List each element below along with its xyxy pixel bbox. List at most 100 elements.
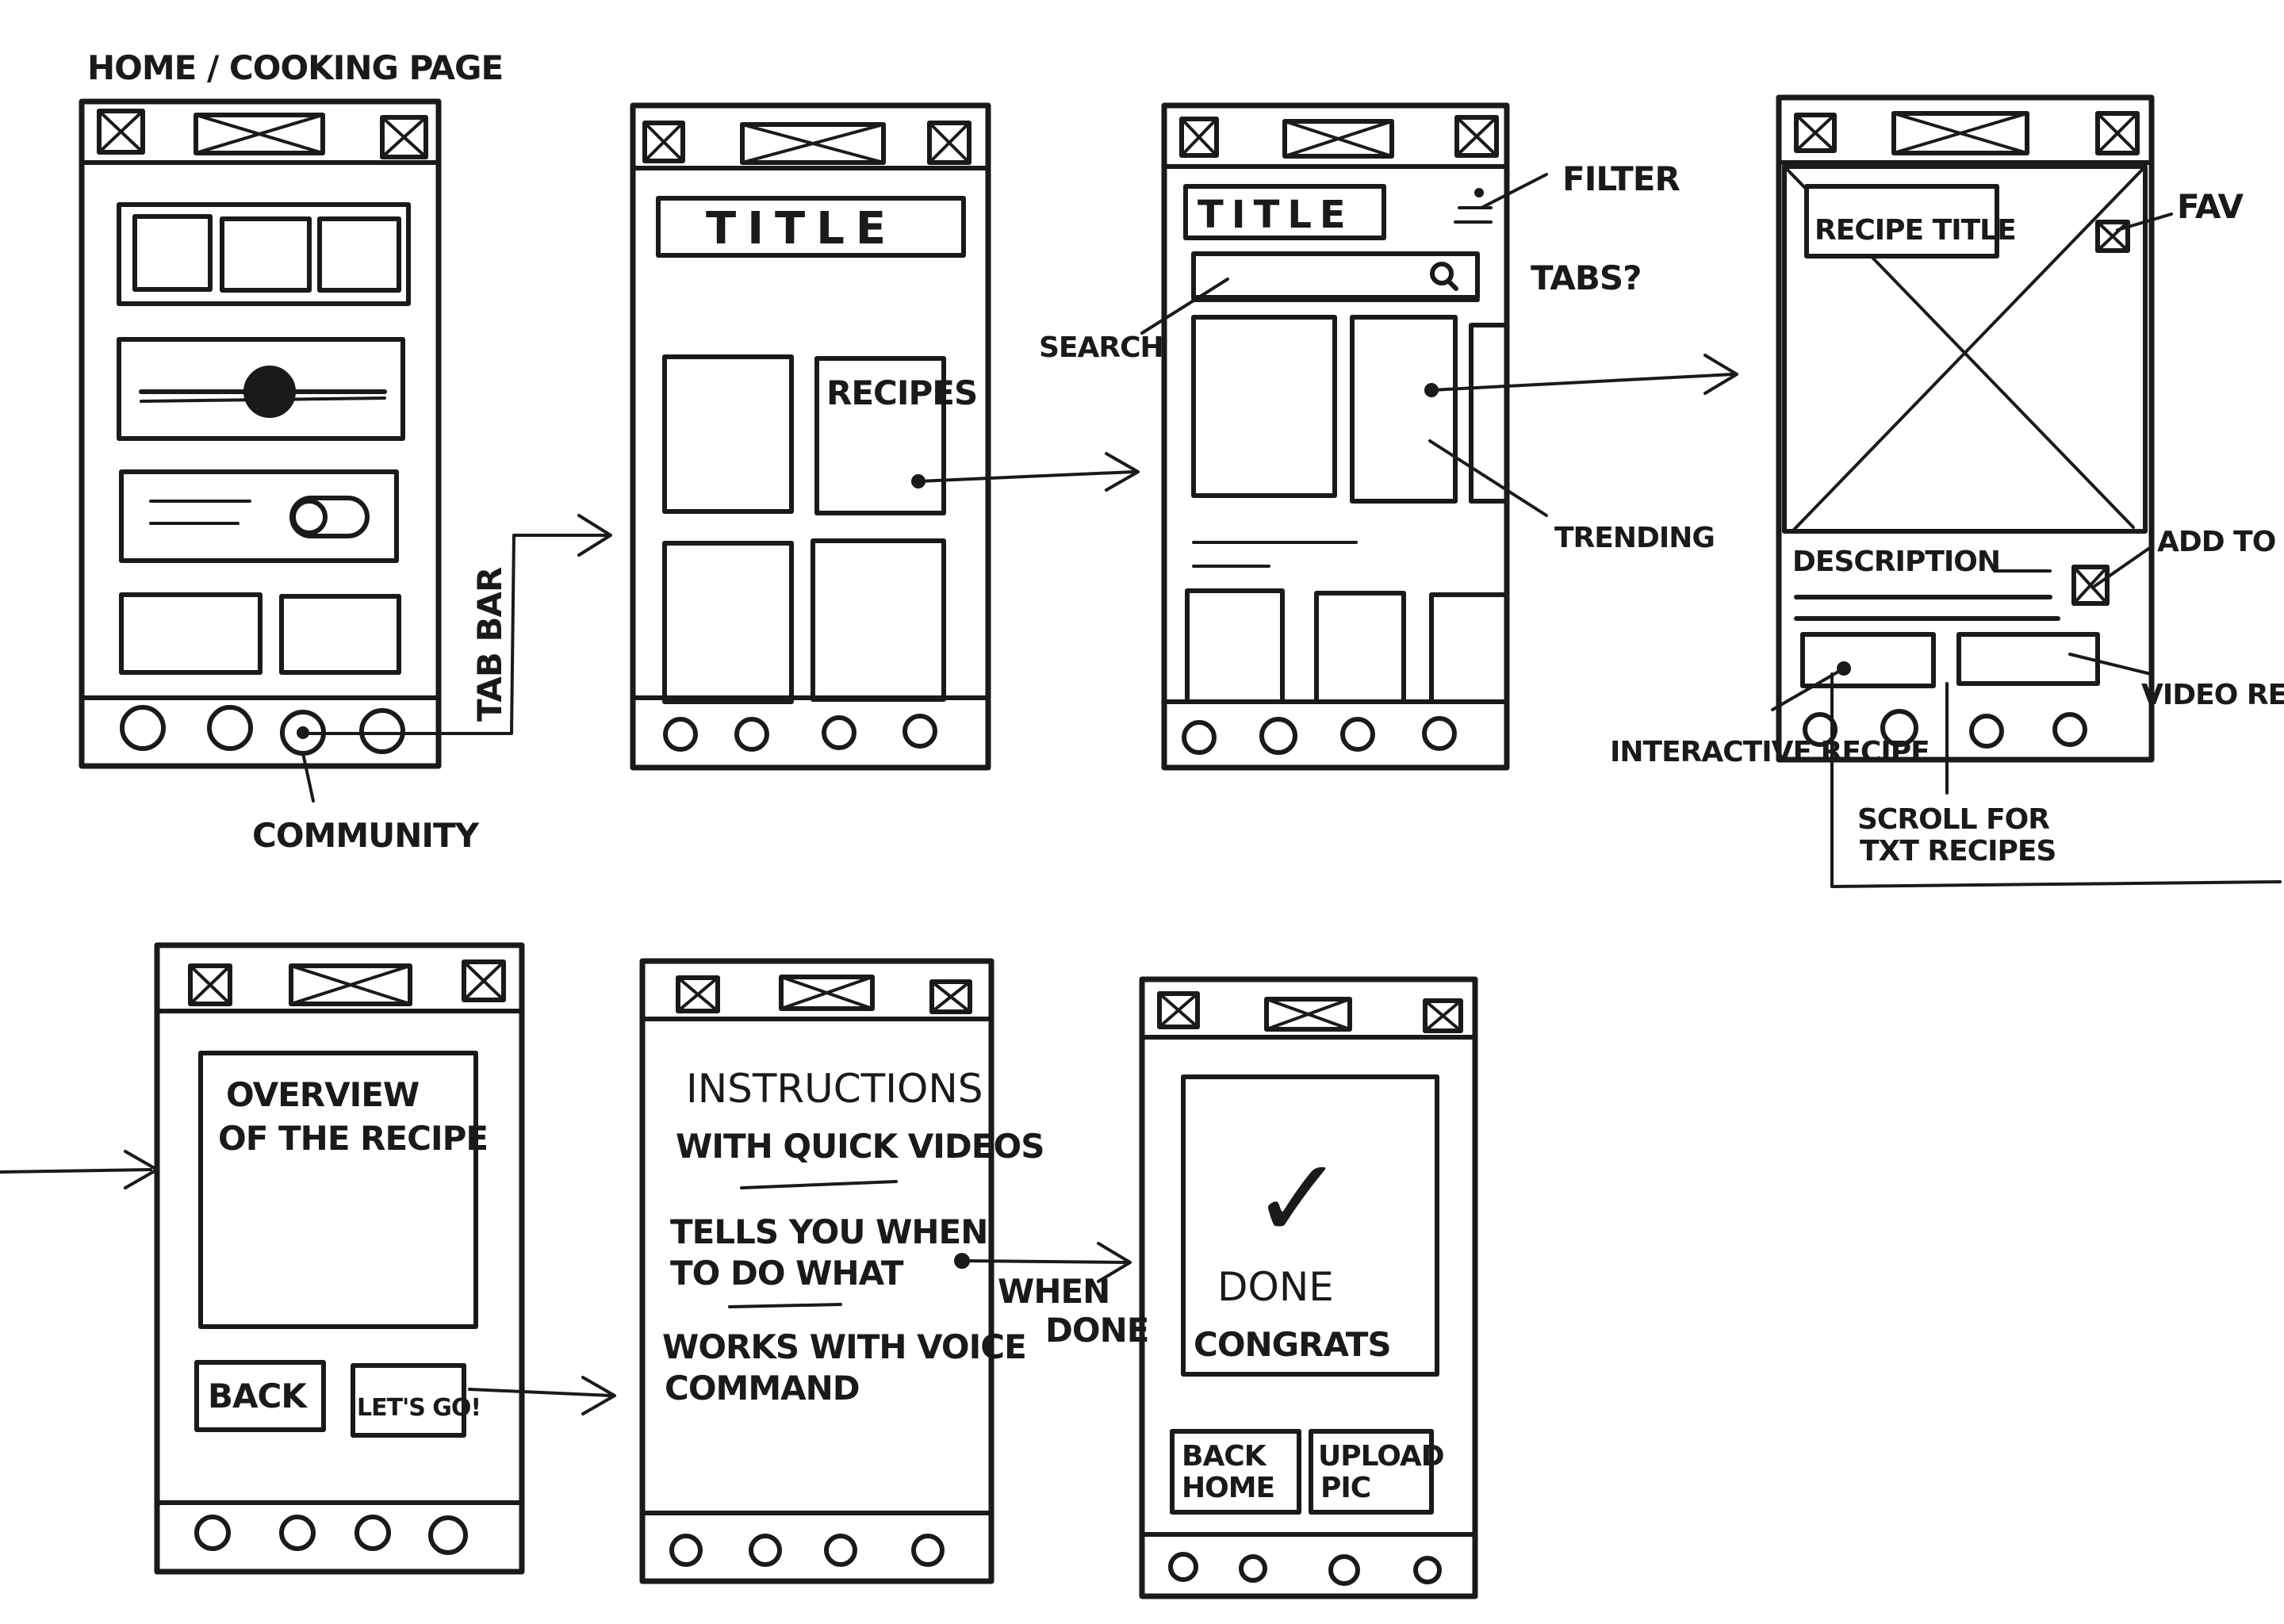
recipe-card[interactable] [1314,591,1406,704]
tab-icon[interactable] [749,1534,782,1567]
tab-icon[interactable] [1969,714,2004,749]
tab-icon[interactable] [734,717,769,752]
category-card[interactable] [662,354,794,514]
tab-bar-label: TAB BAR [470,567,509,722]
phone-frame [1776,94,2155,763]
placeholder-icon-left[interactable] [676,975,720,1013]
screen-done: ✓ DONE CONGRATS BACK HOME UPLOAD PIC [1139,976,1478,1599]
placeholder-icon-right[interactable] [927,121,971,165]
trending-label: TRENDING [1554,522,1715,554]
recipes-card[interactable] [814,356,946,515]
tab-icon[interactable] [1880,709,1918,747]
phone-frame [79,98,442,769]
recipe-card[interactable] [1185,588,1285,704]
tab-icon[interactable] [354,1515,391,1551]
lets-go-button-label: LET'S GO! [357,1394,481,1422]
tab-icon[interactable] [1803,712,1838,747]
logo-placeholder [194,113,325,155]
instructions-line3: TELLS YOU WHEN [670,1212,987,1251]
screen-instructions: INSTRUCTIONS WITH QUICK VIDEOS TELLS YOU… [639,958,1149,1584]
placeholder-icon-right[interactable] [2095,111,2140,155]
tab-icon[interactable] [1168,1552,1198,1582]
logo-placeholder [740,122,886,165]
logo-placeholder [1264,997,1352,1032]
search-label: SEARCH [1039,331,1163,364]
tab-icon[interactable] [911,1534,945,1567]
scroll-label-line2: TXT RECIPES [1860,835,2056,868]
lets-go-button[interactable] [351,1363,466,1438]
placeholder-icon-left[interactable] [188,963,232,1006]
instructions-line1: INSTRUCTIONS [686,1066,983,1112]
category-card[interactable] [811,538,946,702]
add-to-diet-label: ADD TO DIET [2157,526,2284,558]
tab-icon[interactable] [1182,720,1217,755]
tab-icon[interactable] [902,714,937,749]
recipes-label: RECIPES [826,373,977,412]
trending-card-partial[interactable] [1469,323,1509,504]
back-button[interactable] [194,1360,326,1432]
tab-icon[interactable] [2052,712,2087,747]
screen-home: HOME / COOKING PAGE [79,48,612,855]
tab-icon[interactable] [1239,1554,1267,1583]
category-tile[interactable] [132,214,213,292]
placeholder-icon-left[interactable] [642,121,685,163]
recipe-card-partial[interactable] [1429,592,1509,704]
add-to-diet-icon[interactable] [2071,565,2110,606]
placeholder-icon-right[interactable] [462,959,506,1002]
logo-placeholder [289,963,412,1006]
tab-icon[interactable] [120,705,166,751]
tab-icon[interactable] [1413,1556,1442,1584]
flow-arrow [917,470,1136,483]
flow-connector [1830,672,2282,888]
tab-icon[interactable] [1422,716,1457,751]
tab-icon[interactable] [1340,717,1375,752]
instructions-line2: WITH QUICK VIDEOS [676,1127,1044,1166]
category-tile[interactable] [317,216,401,293]
when-done-line1: WHEN [998,1272,1109,1311]
tab-icon[interactable] [669,1534,703,1567]
tab-icon[interactable] [194,1515,231,1551]
slider-control[interactable] [117,337,405,441]
placeholder-icon-right[interactable] [1454,115,1499,158]
flow-arrow [0,1168,152,1174]
filter-icon[interactable] [1454,188,1493,224]
filter-label: FILTER [1562,159,1680,198]
search-icon[interactable] [1430,262,1458,291]
trending-card[interactable] [1350,315,1458,504]
category-row [117,202,411,306]
back-home-label-line1: BACK [1182,1440,1267,1473]
tab-icon[interactable] [279,1515,316,1551]
screen-categories: TITLE RECIPES [630,102,1140,771]
overview-text-line1: OVERVIEW [226,1075,420,1114]
tab-icon[interactable] [663,717,698,752]
category-tile[interactable] [220,216,312,293]
tab-icon[interactable] [207,705,253,751]
tab-icon[interactable] [1328,1554,1360,1586]
interactive-recipe-button[interactable] [1800,632,1936,688]
home-cooking-page-label: HOME / COOKING PAGE [87,48,503,87]
tab-icon[interactable] [1259,717,1297,755]
placeholder-icon-right[interactable] [380,115,428,159]
congrats-text: CONGRATS [1194,1325,1391,1364]
back-home-button[interactable] [1170,1429,1301,1515]
video-recipe-button[interactable] [1956,632,2100,686]
tab-icon[interactable] [428,1515,468,1555]
tab-icon[interactable] [359,708,405,754]
flow-arrow [468,1388,612,1397]
favorite-icon[interactable] [2095,220,2130,253]
placeholder-icon-left[interactable] [1179,117,1219,158]
placeholder-icon-left[interactable] [97,109,145,155]
placeholder-icon-left[interactable] [1794,113,1837,153]
content-card[interactable] [279,594,401,675]
trending-card[interactable] [1191,315,1337,498]
placeholder-icon-right[interactable] [1423,998,1463,1033]
category-card[interactable] [662,541,794,704]
flow-arrow [960,1259,1128,1264]
upload-pic-button[interactable] [1309,1429,1434,1515]
tab-icon[interactable] [822,715,856,750]
content-card[interactable] [119,592,263,675]
slider-handle[interactable] [243,366,296,418]
tab-icon[interactable] [824,1534,857,1567]
placeholder-icon-left[interactable] [1157,991,1200,1029]
placeholder-icon-right[interactable] [929,979,972,1014]
